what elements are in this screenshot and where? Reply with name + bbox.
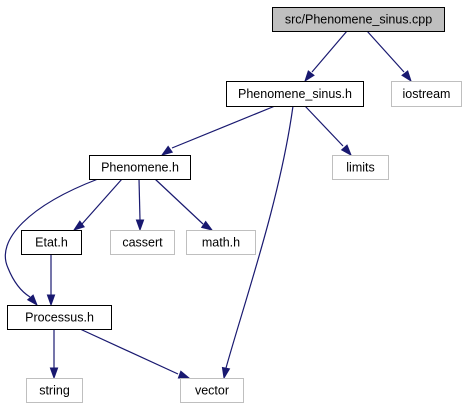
edge-phenomene-h-to-math-h: [154, 178, 214, 231]
edge-line: [225, 105, 294, 369]
node-etat-h[interactable]: Etat.h: [21, 230, 82, 255]
edge-line: [154, 178, 204, 225]
node-limits: limits: [332, 155, 389, 180]
edge-phenomene-sinus-h-to-limits: [304, 105, 352, 157]
edge-line: [79, 328, 179, 375]
arrow-head-icon: [135, 219, 145, 232]
node-label: iostream: [403, 87, 451, 101]
node-box: [7, 305, 112, 330]
edges-layer: [4, 30, 412, 380]
arrow-head-icon: [26, 294, 38, 307]
node-label: limits: [346, 161, 374, 175]
node-label: Phenomene_sinus.h: [238, 87, 352, 101]
edge-src-phenomene-sinus-cpp-to-iostream: [366, 30, 412, 83]
arrow-head-icon: [304, 70, 315, 83]
edge-etat-h-to-processus-h: [46, 254, 56, 307]
node-box: [89, 155, 191, 180]
node-box: [226, 81, 364, 107]
node-box: [272, 7, 445, 32]
node-vector: vector: [180, 378, 244, 403]
node-processus-h[interactable]: Processus.h: [7, 305, 112, 330]
node-string: string: [26, 378, 83, 403]
nodes-layer: src/Phenomene_sinus.cppPhenomene_sinus.h…: [7, 7, 462, 403]
node-box: [110, 230, 175, 255]
arrow-head-icon: [340, 144, 352, 157]
node-label: cassert: [122, 236, 163, 250]
arrow-head-icon: [221, 366, 231, 380]
node-box: [180, 378, 244, 403]
node-label: string: [39, 384, 70, 398]
node-label: Processus.h: [25, 311, 94, 325]
arrow-head-icon: [200, 220, 214, 231]
arrow-head-icon: [46, 294, 56, 307]
arrow-head-icon: [160, 145, 174, 156]
edge-processus-h-to-vector: [79, 328, 191, 379]
edge-phenomene-h-to-etat-h: [72, 178, 123, 231]
node-phenomene-sinus-h[interactable]: Phenomene_sinus.h: [226, 81, 364, 107]
node-box: [21, 230, 82, 255]
node-phenomene-h[interactable]: Phenomene.h: [89, 155, 191, 180]
edge-line: [171, 105, 276, 149]
node-iostream: iostream: [391, 81, 462, 107]
edge-line: [311, 30, 348, 73]
node-label: Etat.h: [35, 236, 68, 250]
node-box: [332, 155, 389, 180]
edge-line: [304, 105, 344, 147]
edge-line: [4, 178, 99, 298]
arrow-head-icon: [401, 70, 412, 83]
edge-line: [81, 178, 123, 225]
node-label: math.h: [202, 236, 240, 250]
arrow-head-icon: [177, 370, 191, 379]
arrow-head-icon: [49, 367, 59, 380]
edge-phenomene-sinus-h-to-phenomene-h: [160, 105, 276, 156]
arrow-head-icon: [72, 220, 85, 231]
node-box: [26, 378, 83, 403]
node-label: src/Phenomene_sinus.cpp: [285, 13, 432, 27]
node-label: Phenomene.h: [101, 161, 179, 175]
node-box: [186, 230, 256, 255]
node-src-phenomene-sinus-cpp[interactable]: src/Phenomene_sinus.cpp: [272, 7, 445, 32]
edge-phenomene-sinus-h-to-vector: [221, 105, 294, 380]
edge-line: [138, 178, 141, 221]
node-cassert: cassert: [110, 230, 175, 255]
node-box: [391, 81, 462, 107]
node-label: vector: [195, 384, 229, 398]
edge-processus-h-to-string: [49, 329, 59, 380]
edge-line: [366, 30, 405, 73]
edge-src-phenomene-sinus-cpp-to-phenomene-sinus-h: [304, 30, 348, 83]
node-math-h: math.h: [186, 230, 256, 255]
edge-phenomene-h-to-cassert: [135, 178, 145, 232]
edge-phenomene-h-to-processus-h: [4, 178, 99, 307]
